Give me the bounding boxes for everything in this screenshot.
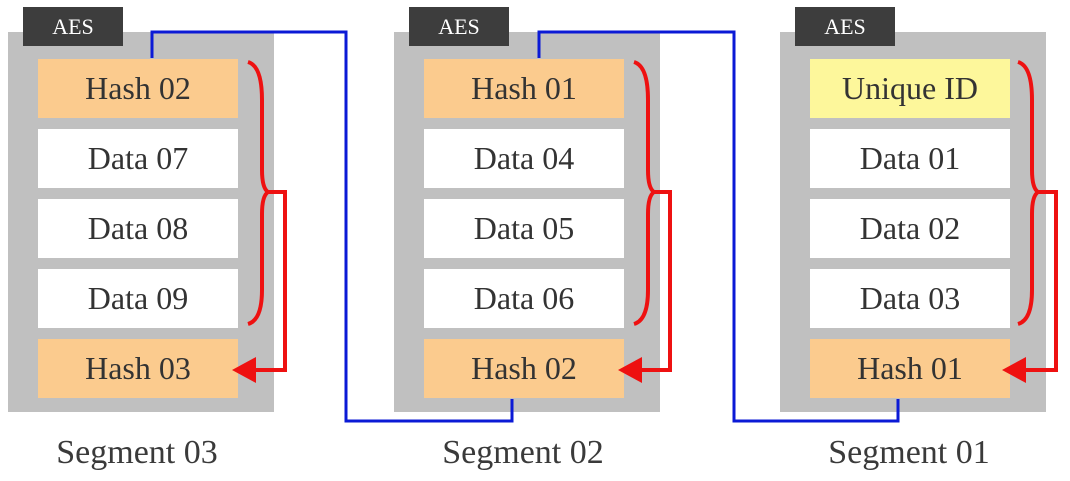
segment-03-block-4: Data 09 [38, 269, 238, 328]
segment-01-label: Segment 01 [828, 434, 990, 471]
segment-03-block-1: Hash 02 [38, 59, 238, 118]
segment-02-block-3: Data 05 [424, 199, 624, 258]
segment-03-panel: Hash 02 Data 07 Data 08 Data 09 Hash 03 [8, 32, 274, 412]
segment-01-block-2: Data 01 [810, 129, 1010, 188]
aes-tag-segment-02: AES [409, 7, 509, 46]
segment-03-label: Segment 03 [56, 434, 218, 471]
aes-tag-segment-03: AES [23, 7, 123, 46]
segment-01-block-1: Unique ID [810, 59, 1010, 118]
segment-02-label: Segment 02 [442, 434, 604, 471]
segment-01-block-3: Data 02 [810, 199, 1010, 258]
segment-03-block-2: Data 07 [38, 129, 238, 188]
aes-tag-segment-01: AES [795, 7, 895, 46]
segment-01-block-5: Hash 01 [810, 339, 1010, 398]
segment-02-block-5: Hash 02 [424, 339, 624, 398]
segment-01-panel: Unique ID Data 01 Data 02 Data 03 Hash 0… [780, 32, 1046, 412]
segment-02-panel: Hash 01 Data 04 Data 05 Data 06 Hash 02 [394, 32, 660, 412]
segment-03-block-5: Hash 03 [38, 339, 238, 398]
segment-02-block-1: Hash 01 [424, 59, 624, 118]
segment-01-block-4: Data 03 [810, 269, 1010, 328]
segment-03-block-3: Data 08 [38, 199, 238, 258]
segment-02-block-2: Data 04 [424, 129, 624, 188]
segment-02-block-4: Data 06 [424, 269, 624, 328]
